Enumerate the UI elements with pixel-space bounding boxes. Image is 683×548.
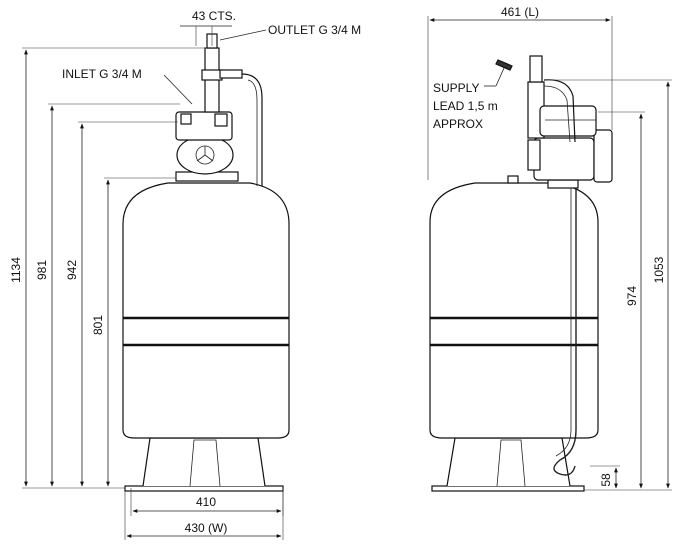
side-dimension-lines: [429, 18, 670, 489]
front-base-stand: [124, 437, 284, 492]
dim-461-l: 461 (L): [501, 5, 539, 19]
dim-981: 981: [35, 260, 49, 280]
front-dimension-lines: [24, 25, 282, 538]
dim-801: 801: [91, 315, 105, 335]
side-base-stand: [431, 437, 585, 492]
dim-974: 974: [625, 286, 639, 306]
dim-410: 410: [196, 495, 216, 509]
label-supply-line1: SUPPLY: [433, 81, 479, 95]
dim-942: 942: [65, 260, 79, 280]
side-tank: [429, 175, 599, 439]
dim-1134: 1134: [9, 257, 23, 283]
front-view: 1134 981 942 801 410 430 (W) 43 CTS. OUT…: [9, 9, 361, 540]
dim-43-cts: 43 CTS.: [192, 9, 236, 23]
side-view: 461 (L) 974 1053 58 SUPPLY LEAD 1,5 m AP…: [427, 5, 672, 492]
front-pump: [175, 33, 263, 186]
side-extension-lines: [427, 16, 672, 491]
label-outlet: OUTLET G 3/4 M: [268, 23, 361, 37]
dim-58: 58: [599, 473, 613, 487]
front-tank: [122, 182, 290, 439]
label-supply-line3: APPROX: [433, 117, 483, 131]
side-pump: [495, 55, 613, 476]
front-extension-lines: [22, 47, 284, 540]
dim-1053: 1053: [652, 256, 666, 283]
label-supply-line2: LEAD 1,5 m: [433, 99, 498, 113]
label-inlet: INLET G 3/4 M: [62, 67, 142, 81]
dim-430-w: 430 (W): [185, 521, 228, 535]
